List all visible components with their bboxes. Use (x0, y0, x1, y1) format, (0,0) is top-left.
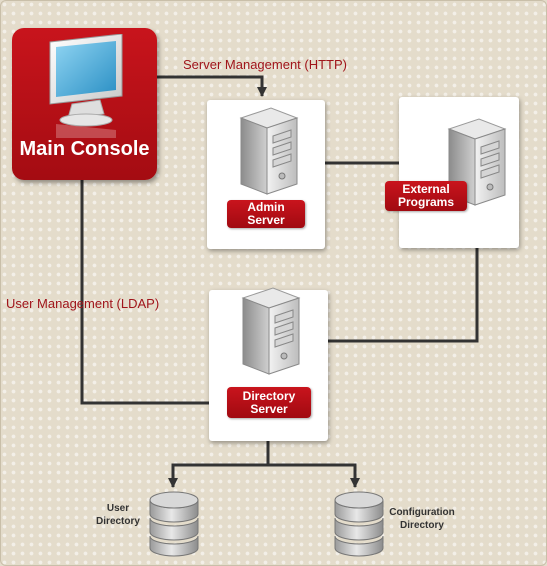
server-management-label: Server Management (HTTP) (183, 57, 347, 72)
user-management-line (80, 175, 221, 408)
monitor-icon (49, 34, 123, 138)
database-icon (334, 491, 384, 557)
server-icon (447, 118, 507, 206)
main-console[interactable]: Main Console (12, 28, 157, 180)
server-management-line (132, 75, 267, 97)
user-directory-line2: Directory (96, 516, 140, 527)
configuration-directory-line1: Configuration (389, 507, 455, 518)
external-programs-line2: Programs (397, 195, 455, 209)
user-directory-label: User Directory (88, 502, 148, 528)
main-console-label: Main Console (19, 138, 150, 160)
external-to-directory-line (315, 208, 479, 346)
user-directory-line1: User (106, 503, 130, 514)
user-management-label: User Management (LDAP) (6, 296, 160, 311)
directory-to-databases-line (168, 425, 270, 488)
server-icon (239, 107, 299, 195)
configuration-directory-label: Configuration Directory (382, 506, 462, 532)
external-programs-line1: External (402, 182, 450, 196)
admin-server-line2: Server (247, 213, 285, 227)
admin-server-line1: Admin (247, 200, 285, 214)
configuration-directory-line2: Directory (400, 520, 444, 531)
server-icon (241, 287, 301, 375)
directory-server-line2: Server (250, 401, 288, 416)
database-icon (149, 491, 199, 557)
directory-server-line1: Directory (242, 388, 296, 403)
directory-to-config-line (268, 463, 360, 488)
